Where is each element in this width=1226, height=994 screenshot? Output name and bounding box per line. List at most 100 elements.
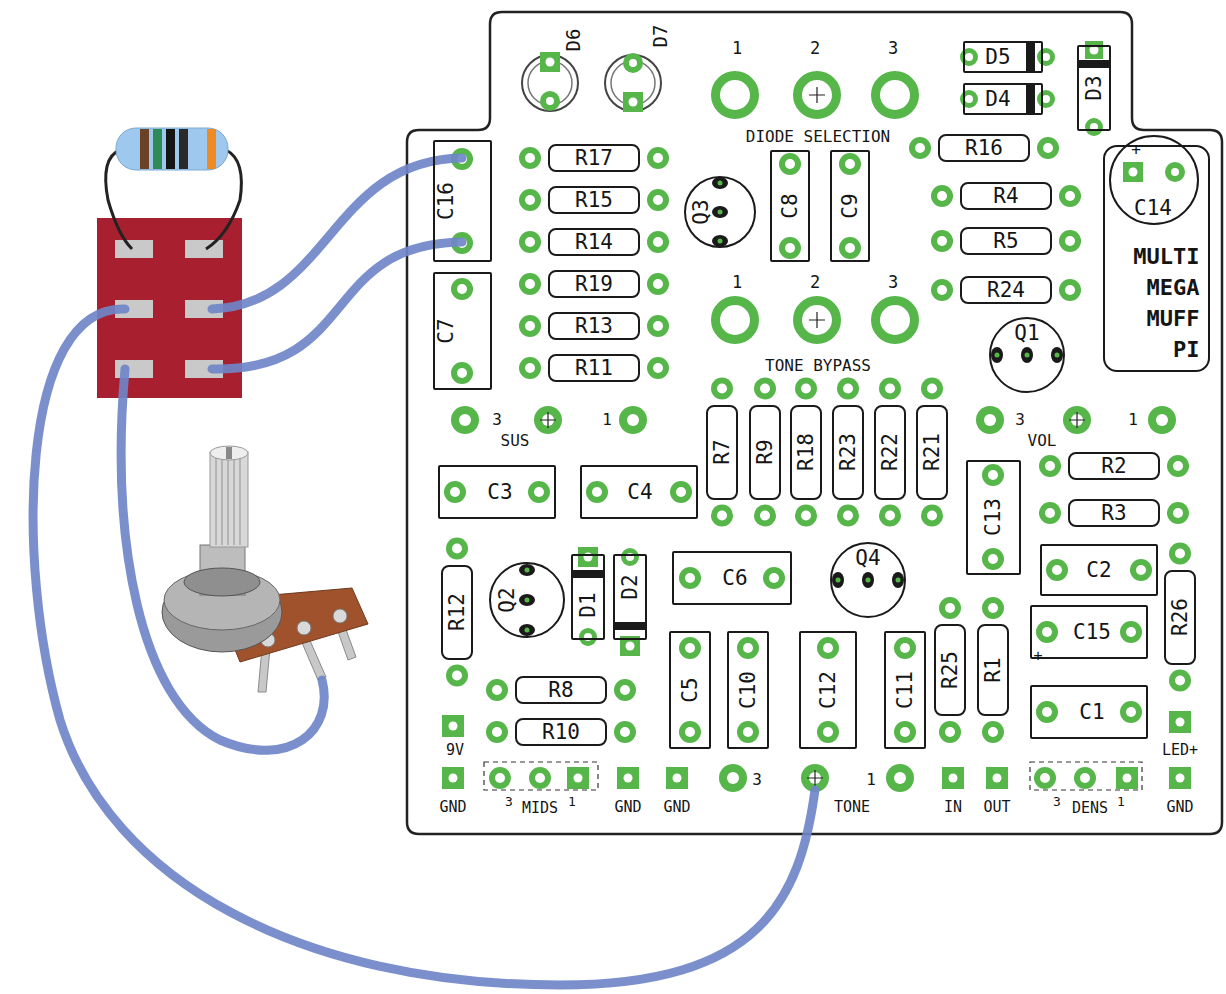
pad-hole <box>653 195 663 205</box>
part-reference: C16 <box>436 182 457 220</box>
part-reference: C9 <box>840 193 861 218</box>
resistor-band <box>140 129 149 169</box>
pot-footprint <box>1030 762 1142 790</box>
part-reference: R25 <box>940 651 961 689</box>
resistor-footprint: R23 <box>832 405 864 500</box>
center-mark <box>809 87 825 103</box>
solder-pad <box>931 185 953 207</box>
solder-pad <box>1063 406 1091 434</box>
pcb-label: 3 <box>888 40 898 57</box>
pad-hole <box>988 603 998 613</box>
square-pad <box>540 52 560 72</box>
part-reference: R24 <box>987 280 1025 301</box>
pad-hole <box>843 384 853 394</box>
solder-pad <box>451 362 473 384</box>
capacitor-footprint: C5 <box>669 631 711 749</box>
transistor-pad <box>832 572 844 588</box>
pad-hole <box>1080 773 1090 783</box>
pad-hole <box>1173 461 1183 471</box>
solder-pad <box>763 567 785 589</box>
pcb-label: D7 <box>651 25 670 48</box>
part-reference: R13 <box>575 316 613 337</box>
part-reference: C7 <box>436 318 457 343</box>
capacitor-footprint: C6 <box>672 551 792 605</box>
part-reference: R22 <box>880 433 901 471</box>
square-pad <box>1123 162 1143 182</box>
pad-hole <box>801 384 811 394</box>
solder-pad <box>939 597 961 619</box>
pcb-label: 9V <box>446 743 464 758</box>
center-mark <box>540 412 556 428</box>
part-reference: D3 <box>1084 75 1105 100</box>
solder-pad <box>519 231 541 253</box>
diode-band <box>572 570 604 578</box>
resistor-footprint: R5 <box>960 227 1052 255</box>
solder-pad <box>519 273 541 295</box>
part-reference: R8 <box>548 680 573 701</box>
solder-pad <box>1167 502 1189 524</box>
square-pad <box>442 715 464 737</box>
solder-pad <box>614 721 636 743</box>
diode-footprint: D2 <box>613 554 647 640</box>
solder-pad <box>679 637 701 659</box>
pcb-label: + <box>1033 649 1042 664</box>
square-pad <box>1169 711 1191 733</box>
transistor-pad <box>1021 347 1033 363</box>
pad-hole <box>785 243 795 253</box>
pcb-label: GND <box>614 800 641 815</box>
solder-pad <box>1165 162 1185 182</box>
solder-pad <box>529 767 551 789</box>
pad-hole <box>653 321 663 331</box>
solder-pad <box>754 378 776 400</box>
part-reference: C8 <box>780 193 801 218</box>
solder-pad <box>839 153 861 175</box>
pad-hole <box>525 153 535 163</box>
solder-pad <box>534 406 562 434</box>
part-reference: R4 <box>993 186 1018 207</box>
resistor-band <box>166 129 175 169</box>
resistor-band <box>207 129 216 169</box>
wire <box>121 369 324 750</box>
part-reference: Q3 <box>691 199 712 224</box>
transistor-pad <box>519 564 535 576</box>
part-reference: D1 <box>578 592 599 617</box>
pot-terminal <box>333 609 347 623</box>
pad-hole <box>894 772 906 784</box>
pad-hole <box>459 414 471 426</box>
capacitor-footprint: C16 <box>433 140 492 262</box>
shaft-knurl <box>216 458 240 545</box>
transistor-footprint: Q4 <box>830 542 906 618</box>
pad-hole <box>915 143 925 153</box>
solder-pad <box>982 548 1004 570</box>
pad-hole <box>885 384 895 394</box>
resistor-footprint: R16 <box>938 134 1030 162</box>
solder-pad <box>894 721 916 743</box>
square-pad <box>1169 767 1191 789</box>
capacitor-footprint: C1 <box>1030 685 1148 739</box>
resistor-footprint: R18 <box>790 405 822 500</box>
wire <box>33 309 815 985</box>
solder-pad <box>1037 137 1059 159</box>
pad-hole <box>574 774 583 783</box>
pad-hole <box>676 487 686 497</box>
pad-hole <box>525 363 535 373</box>
center-mark <box>807 770 823 786</box>
solder-pad <box>540 91 560 111</box>
pad-hole <box>685 573 695 583</box>
transistor-pad <box>862 572 874 588</box>
pcb-label: MIDS <box>522 801 558 816</box>
square-pad <box>623 92 643 112</box>
solder-pad <box>737 721 759 743</box>
solder-pad <box>1037 90 1055 108</box>
solder-pad <box>679 721 701 743</box>
pad-hole <box>1129 168 1138 177</box>
square-pad <box>578 547 598 567</box>
pad-hole <box>1173 508 1183 518</box>
solder-pad <box>879 505 901 527</box>
pcb-label: + <box>1131 142 1141 158</box>
solder-pad <box>1169 543 1191 565</box>
pad-hole <box>449 774 458 783</box>
large-pad <box>798 76 837 115</box>
part-reference: R1 <box>983 657 1004 682</box>
solder-pad <box>1036 621 1058 643</box>
